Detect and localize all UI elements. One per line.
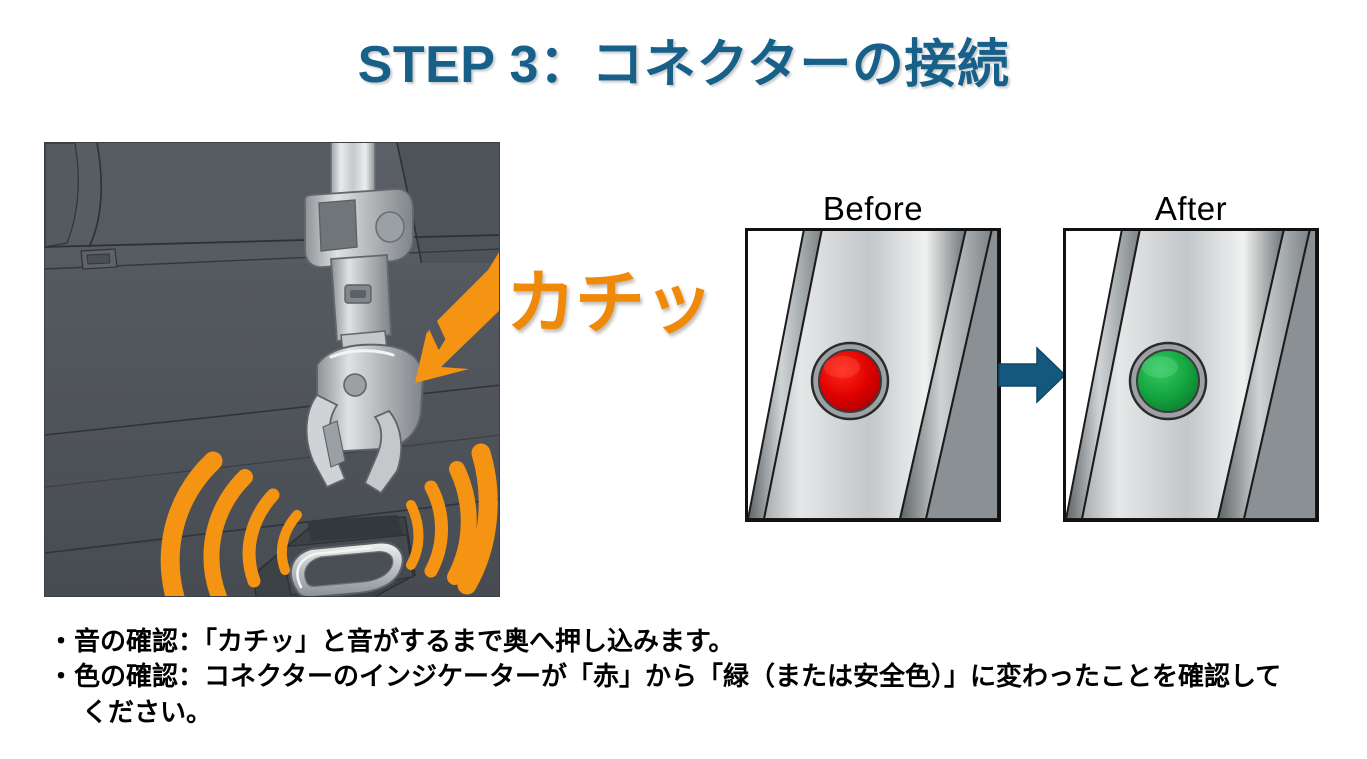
note-line-color: 色の確認：コネクターのインジケーターが「赤」から「緑（または安全色）」に変わった… xyxy=(48,659,1338,694)
anchor-bar xyxy=(289,541,404,596)
before-panel xyxy=(745,228,1001,522)
note-line-sound: 音の確認：「カチッ」と音がするまで奥へ押し込みます。 xyxy=(48,624,1338,659)
seat-latch-detail xyxy=(80,248,118,270)
pointer-arrow-orange xyxy=(415,252,499,383)
transition-arrow xyxy=(997,340,1067,410)
page-title: STEP 3：コネクターの接続 xyxy=(357,36,1010,94)
before-label: Before xyxy=(822,190,924,227)
connector-illustration xyxy=(44,142,500,597)
indicator-lamp-red xyxy=(810,341,890,421)
sound-waves-left xyxy=(160,451,302,596)
connector-arm xyxy=(303,143,414,372)
connector-claw xyxy=(305,343,425,495)
indicator-lamp-green xyxy=(1128,341,1208,421)
after-label: After xyxy=(1154,190,1228,227)
after-panel xyxy=(1063,228,1319,522)
instruction-notes: 音の確認：「カチッ」と音がするまで奥へ押し込みます。 色の確認：コネクターのイン… xyxy=(48,624,1338,730)
before-after-comparison: Before After xyxy=(745,190,1325,530)
onomatopoeia-label: カチッ xyxy=(506,264,714,342)
sound-waves-right xyxy=(406,443,498,595)
note-line-color-cont: ください。 xyxy=(82,696,213,727)
